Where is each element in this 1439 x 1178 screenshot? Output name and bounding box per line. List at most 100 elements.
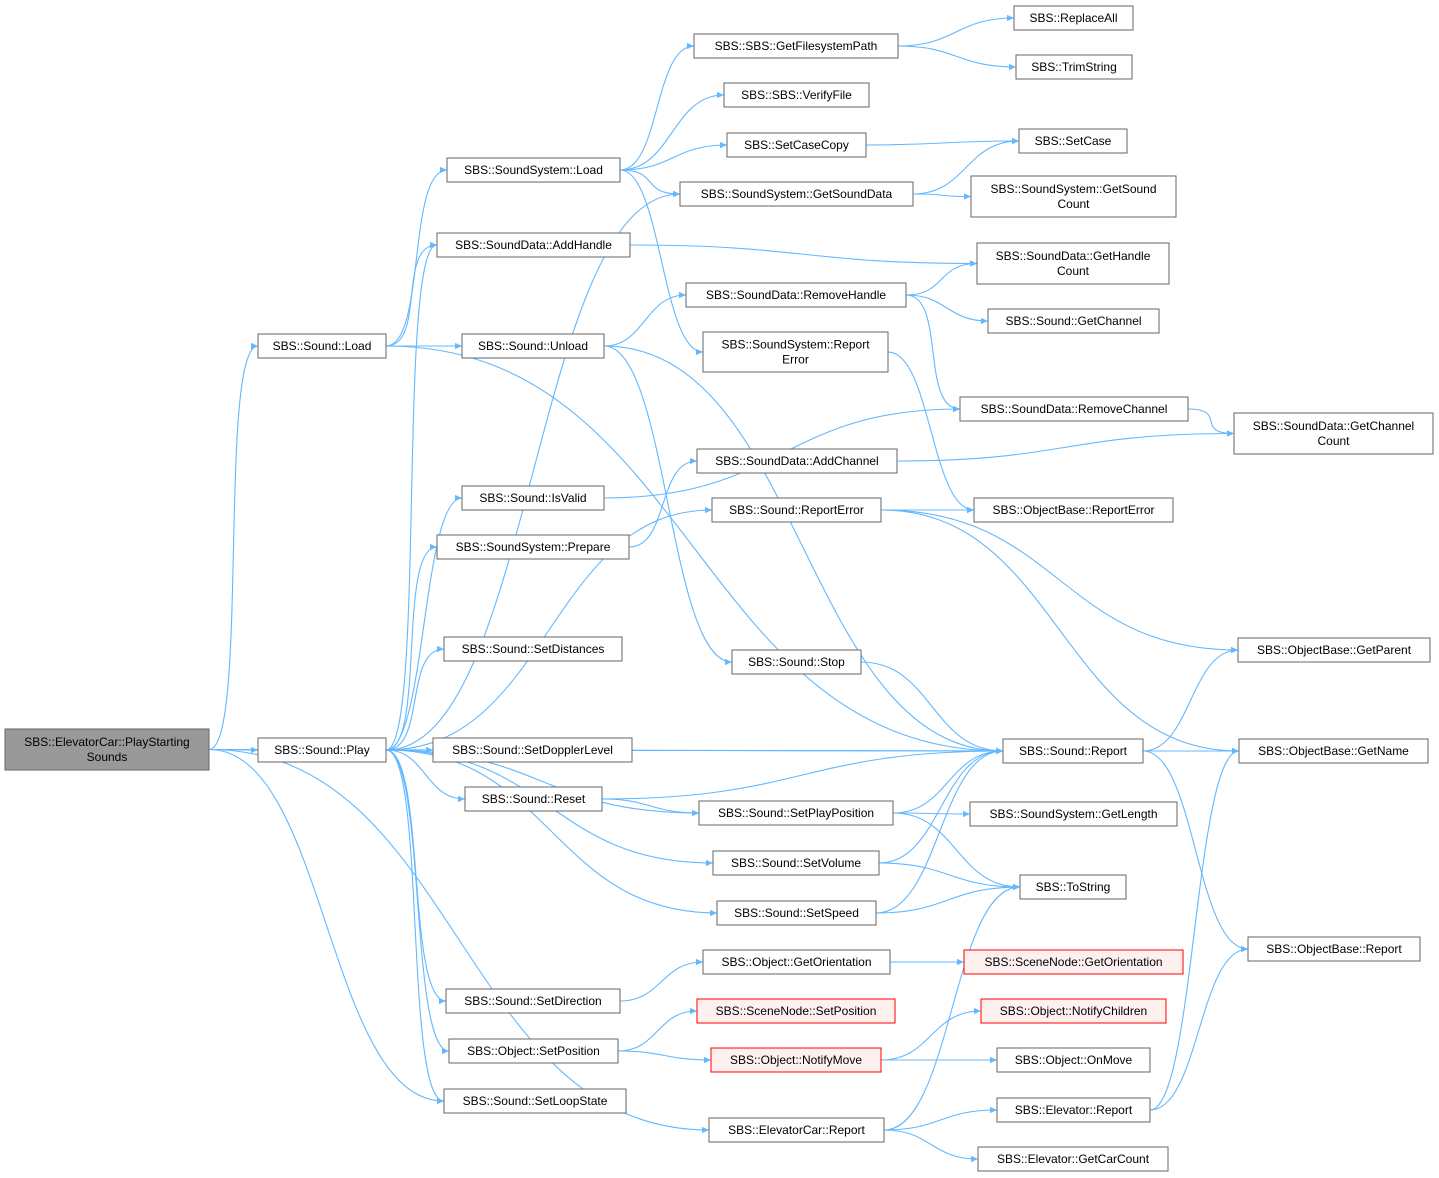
node-box	[969, 801, 1178, 827]
node-getsd[interactable]: SBS::SoundSystem::GetSoundData	[679, 181, 914, 207]
node-label: SBS::Object::GetOrientation	[721, 955, 871, 969]
node-srepe[interactable]: SBS::Sound::ReportError	[711, 497, 882, 523]
node-notmove[interactable]: SBS::Object::NotifyMove	[710, 1047, 882, 1073]
node-getfs[interactable]: SBS::SBS::GetFilesystemPath	[693, 33, 899, 59]
node-box	[702, 331, 889, 373]
node-ssrep[interactable]: SBS::SoundSystem::ReportError	[702, 331, 889, 373]
node-splay[interactable]: SBS::Sound::Play	[257, 737, 387, 763]
node-getname[interactable]: SBS::ObjectBase::GetName	[1238, 738, 1429, 764]
edge-setvol-to-tostr	[878, 862, 1021, 891]
node-label: SBS::SoundSystem::GetLength	[989, 807, 1157, 821]
node-setcase[interactable]: SBS::SetCase	[1018, 128, 1128, 154]
edge-sload-to-srep	[385, 345, 1004, 755]
node-box	[257, 333, 387, 359]
node-osetpos[interactable]: SBS::Object::SetPosition	[448, 1038, 619, 1064]
node-remch[interactable]: SBS::SoundData::RemoveChannel	[959, 396, 1189, 422]
node-box	[723, 82, 870, 108]
node-ecrep[interactable]: SBS::ElevatorCar::Report	[708, 1117, 885, 1143]
node-label: SBS::ToString	[1036, 880, 1111, 894]
node-box	[1238, 738, 1429, 764]
node-label: SBS::Elevator::GetCarCount	[997, 1152, 1150, 1166]
node-notch[interactable]: SBS::Object::NotifyChildren	[980, 998, 1167, 1024]
node-label: SBS::ReplaceAll	[1029, 11, 1117, 25]
node-ssload[interactable]: SBS::SoundSystem::Load	[446, 157, 621, 183]
node-label: SBS::Object::NotifyChildren	[1000, 1004, 1147, 1018]
node-label: SBS::SBS::VerifyFile	[741, 88, 852, 102]
node-addh[interactable]: SBS::SoundData::AddHandle	[436, 232, 631, 258]
node-box	[712, 850, 880, 876]
edge-remh-to-gethc	[905, 260, 978, 296]
node-casecopy[interactable]: SBS::SetCaseCopy	[726, 132, 867, 158]
node-stop[interactable]: SBS::Sound::Stop	[731, 649, 862, 675]
node-setdir[interactable]: SBS::Sound::SetDirection	[445, 988, 621, 1014]
node-srep[interactable]: SBS::Sound::Report	[1002, 738, 1144, 764]
node-getlen[interactable]: SBS::SoundSystem::GetLength	[969, 801, 1178, 827]
node-label: SBS::SoundData::GetHandle	[996, 249, 1151, 263]
node-box	[446, 157, 621, 183]
node-unload[interactable]: SBS::Sound::Unload	[461, 333, 605, 359]
edge-addch-to-getchc	[896, 430, 1235, 462]
edge-pss-to-setloop	[208, 748, 445, 1105]
edge-ecrep-to-getcc	[883, 1129, 979, 1163]
node-setpp[interactable]: SBS::Sound::SetPlayPosition	[698, 800, 894, 826]
edge-remch-to-getchc	[1187, 408, 1235, 437]
node-reset[interactable]: SBS::Sound::Reset	[464, 786, 603, 812]
node-label: SBS::Sound::SetVolume	[731, 856, 861, 870]
node-label: SBS::ObjectBase::GetParent	[1257, 643, 1412, 657]
node-label: SBS::SoundSystem::GetSound	[990, 182, 1156, 196]
node-verify[interactable]: SBS::SBS::VerifyFile	[723, 82, 870, 108]
node-getch[interactable]: SBS::Sound::GetChannel	[987, 308, 1160, 334]
node-label: SBS::TrimString	[1031, 60, 1117, 74]
node-box	[696, 998, 896, 1024]
node-box	[716, 900, 877, 926]
node-repall[interactable]: SBS::ReplaceAll	[1013, 5, 1134, 31]
node-getcc[interactable]: SBS::Elevator::GetCarCount	[977, 1146, 1169, 1172]
node-label: SBS::SoundData::RemoveHandle	[706, 288, 886, 302]
node-box	[4, 728, 210, 771]
node-label: SBS::SoundSystem::Report	[721, 338, 870, 352]
node-setdist[interactable]: SBS::Sound::SetDistances	[443, 636, 623, 662]
node-setloop[interactable]: SBS::Sound::SetLoopState	[443, 1088, 627, 1114]
node-obrep[interactable]: SBS::ObjectBase::Report	[1247, 936, 1421, 962]
node-label: SBS::Sound::SetDistances	[462, 642, 605, 656]
node-box	[436, 232, 631, 258]
node-box	[1015, 54, 1133, 80]
node-box	[970, 175, 1177, 218]
node-getori[interactable]: SBS::Object::GetOrientation	[702, 949, 891, 975]
node-isvalid[interactable]: SBS::Sound::IsValid	[461, 485, 605, 511]
edge-remh-to-remch	[905, 294, 961, 413]
edge-ecrep-to-elrep	[883, 1106, 998, 1131]
node-setspd[interactable]: SBS::Sound::SetSpeed	[716, 900, 877, 926]
node-box	[443, 636, 623, 662]
node-getpar[interactable]: SBS::ObjectBase::GetParent	[1237, 637, 1431, 663]
node-setvol[interactable]: SBS::Sound::SetVolume	[712, 850, 880, 876]
node-sngetori[interactable]: SBS::SceneNode::GetOrientation	[963, 949, 1184, 975]
node-label: SBS::ObjectBase::Report	[1266, 942, 1402, 956]
node-onmove[interactable]: SBS::Object::OnMove	[996, 1047, 1151, 1073]
edge-stop-to-srep	[860, 661, 1004, 755]
node-label: SBS::SoundSystem::Prepare	[456, 540, 611, 554]
node-sload[interactable]: SBS::Sound::Load	[257, 333, 387, 359]
node-setdop[interactable]: SBS::Sound::SetDopplerLevel	[432, 737, 633, 763]
node-box	[461, 485, 605, 511]
node-label: SBS::Sound::SetDirection	[464, 994, 601, 1008]
node-box	[1233, 412, 1434, 455]
node-box	[977, 1146, 1169, 1172]
node-box	[1247, 936, 1421, 962]
node-addch[interactable]: SBS::SoundData::AddChannel	[696, 448, 898, 474]
node-elrep[interactable]: SBS::Elevator::Report	[996, 1097, 1151, 1123]
node-tostr[interactable]: SBS::ToString	[1019, 874, 1127, 900]
node-snsetpos[interactable]: SBS::SceneNode::SetPosition	[696, 998, 896, 1024]
node-box	[432, 737, 633, 763]
node-label: SBS::Sound::SetSpeed	[734, 906, 859, 920]
node-trim[interactable]: SBS::TrimString	[1015, 54, 1133, 80]
node-prepare[interactable]: SBS::SoundSystem::Prepare	[436, 534, 630, 560]
node-remh[interactable]: SBS::SoundData::RemoveHandle	[685, 282, 907, 308]
node-label: SBS::Object::OnMove	[1015, 1053, 1133, 1067]
node-obrepe[interactable]: SBS::ObjectBase::ReportError	[973, 497, 1174, 523]
